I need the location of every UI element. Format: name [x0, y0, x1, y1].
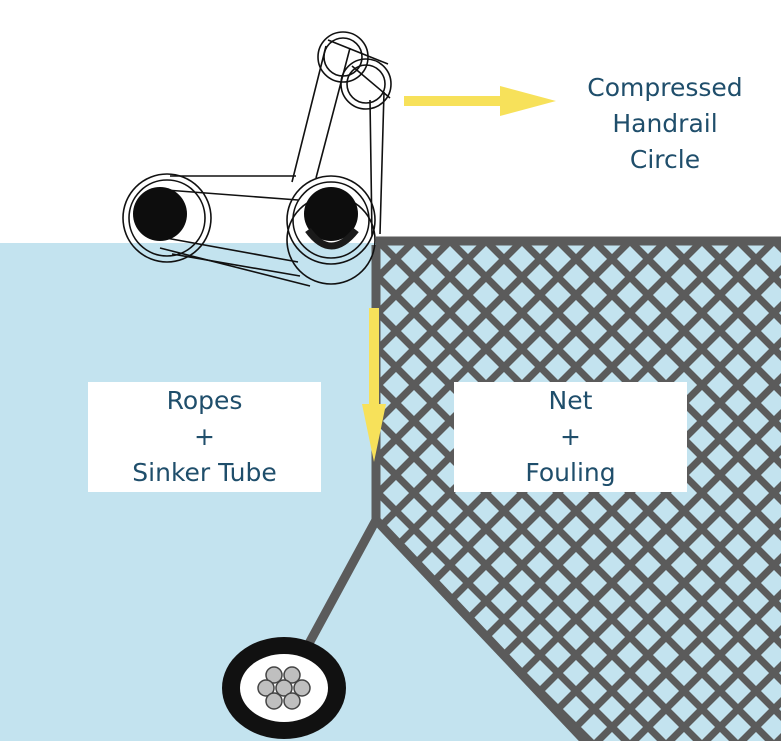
- arrow-down-icon: [362, 308, 386, 462]
- right-box-line2: +: [560, 422, 581, 451]
- net-fouling-label-box: Net + Fouling: [454, 382, 687, 492]
- handrail-label-line1: Compressed: [587, 73, 743, 102]
- sinker-rope-line: [296, 517, 380, 663]
- right-box-line3: Fouling: [525, 458, 616, 487]
- left-box-line3: Sinker Tube: [132, 458, 277, 487]
- right-box-line1: Net: [548, 386, 593, 415]
- handrail-label-line3: Circle: [629, 145, 701, 174]
- handrail-pipe-icon: [122, 31, 392, 287]
- handrail-label: Compressed Handrail Circle: [575, 70, 755, 178]
- net-bottom-edge: [372, 516, 589, 741]
- left-box-line2: +: [194, 422, 215, 451]
- ropes-sinker-label-box: Ropes + Sinker Tube: [88, 382, 321, 492]
- left-box-line1: Ropes: [166, 386, 243, 415]
- sinker-tube-icon: [222, 637, 346, 739]
- handrail-label-line2: Handrail: [612, 109, 718, 138]
- arrow-right-icon: [404, 86, 556, 116]
